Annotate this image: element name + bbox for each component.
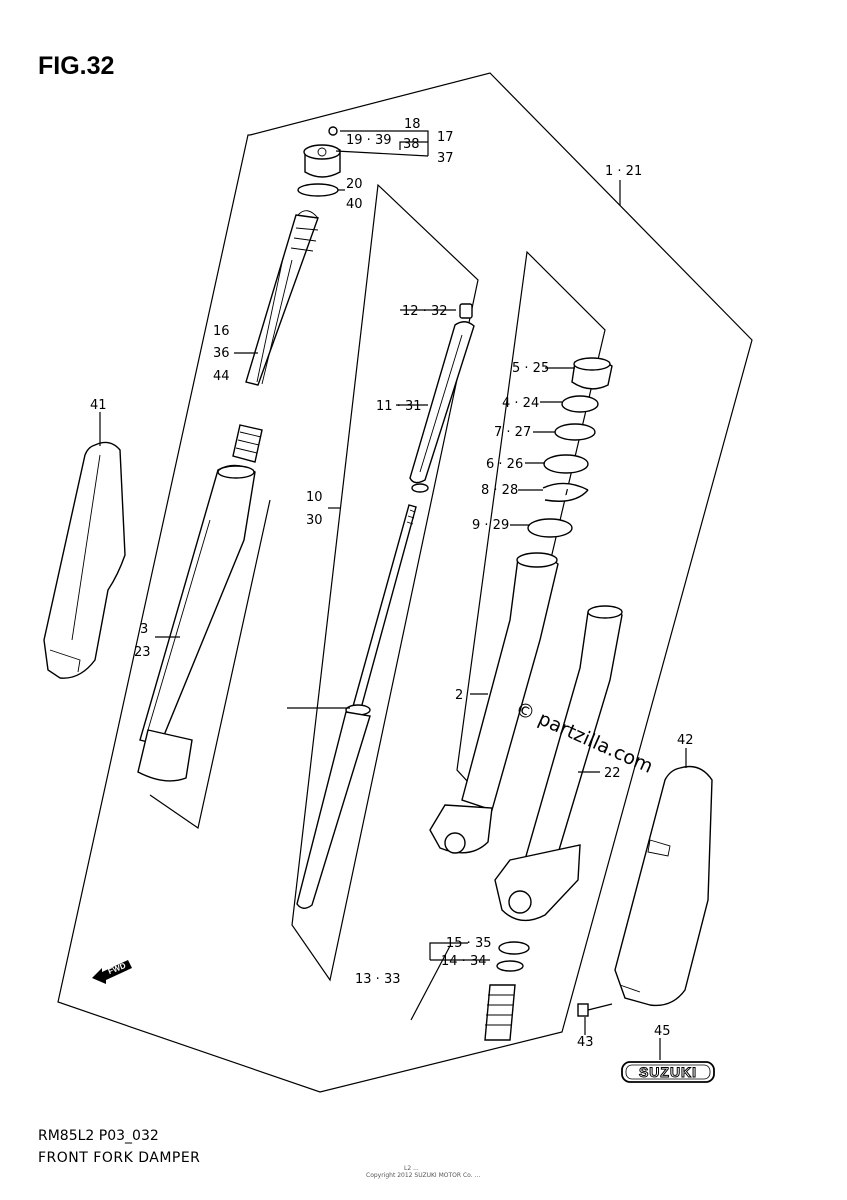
- callout-20: 20: [346, 177, 363, 192]
- outer-tube-2[interactable]: [429, 552, 559, 854]
- base-valve-assembly[interactable]: [410, 941, 530, 1041]
- callout-16: 16: [213, 324, 230, 339]
- callout-5-25: 5 · 25: [512, 361, 549, 376]
- oil-seal-stack[interactable]: [527, 357, 613, 538]
- callout-11-31: 11 · 31: [376, 399, 421, 414]
- copyright-note: Copyright 2012 SUZUKI MOTOR Co. ...: [366, 1172, 481, 1179]
- callout-2: 2: [455, 688, 463, 703]
- section-name: FRONT FORK DAMPER: [38, 1150, 201, 1166]
- callout-36: 36: [213, 346, 230, 361]
- callout-10: 10: [306, 490, 323, 505]
- model-code: RM85L2 P03_032: [38, 1128, 159, 1144]
- callout-44: 44: [213, 369, 230, 384]
- callout-37: 37: [437, 151, 454, 166]
- damper-group-boundary: [291, 183, 479, 982]
- callout-1-21: 1 · 21: [605, 164, 642, 179]
- damper-cylinder[interactable]: [409, 303, 475, 493]
- callout-23: 23: [134, 645, 151, 660]
- bolt-43[interactable]: [577, 1003, 613, 1017]
- callout-6-26: 6 · 26: [486, 457, 523, 472]
- micro-code: L2 ...: [404, 1165, 419, 1172]
- fork-guard-left[interactable]: [43, 441, 126, 679]
- callout-14-34: 14 · 34: [441, 954, 486, 969]
- fork-cap-bolt[interactable]: [297, 126, 341, 197]
- callout-19-39: 19 · 39: [346, 133, 391, 148]
- callout-30: 30: [306, 513, 323, 528]
- callout-42: 42: [677, 733, 694, 748]
- callout-22: 22: [604, 766, 621, 781]
- suzuki-emblem[interactable]: SUZUKI: [621, 1061, 715, 1083]
- outer-tube-22[interactable]: [494, 605, 623, 922]
- callout-45: 45: [654, 1024, 671, 1039]
- callout-12-32: 12 · 32: [402, 304, 447, 319]
- fork-spring-assembly[interactable]: [245, 210, 319, 386]
- callout-41: 41: [90, 398, 107, 413]
- callout-8-28: 8 · 28: [481, 483, 518, 498]
- figure-title: FIG.32: [38, 52, 115, 80]
- emblem-text: SUZUKI: [639, 1064, 697, 1080]
- callout-3: 3: [140, 622, 148, 637]
- callout-17: 17: [437, 130, 454, 145]
- leader-lines: [99, 130, 687, 1060]
- callout-4-24: 4 · 24: [502, 396, 539, 411]
- damper-rod[interactable]: [296, 504, 417, 909]
- callout-labels: 18 19 · 39 38 17 37 20 40 1 · 21 16 36 4…: [90, 117, 694, 1050]
- callout-15-35: 15 · 35: [446, 936, 491, 951]
- callout-18: 18: [404, 117, 421, 132]
- fwd-arrow-icon: FWD: [92, 960, 132, 984]
- callout-38: 38: [403, 137, 420, 152]
- callout-40: 40: [346, 197, 363, 212]
- outer-assembly-boundary: [57, 72, 753, 1093]
- callout-13-33: 13 · 33: [355, 972, 400, 987]
- inner-tube-3[interactable]: [137, 424, 263, 782]
- callout-43: 43: [577, 1035, 594, 1050]
- callout-7-27: 7 · 27: [494, 425, 531, 440]
- fork-guard-right[interactable]: [614, 765, 713, 1007]
- callout-9-29: 9 · 29: [472, 518, 509, 533]
- inner-tube-group-boundary: [149, 499, 271, 829]
